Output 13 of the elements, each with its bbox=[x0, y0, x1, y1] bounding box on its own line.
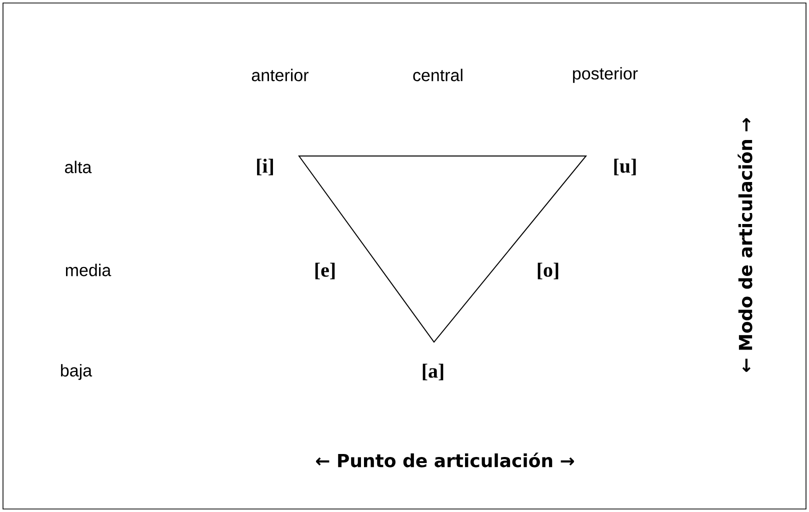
vowel-label: [a] bbox=[422, 364, 444, 380]
axis-title: ← Modo de articulación → bbox=[738, 118, 752, 372]
vowel-label: [u] bbox=[614, 158, 636, 176]
row-heading: alta bbox=[65, 160, 92, 174]
vowel-label: [o] bbox=[538, 262, 558, 280]
vowel-label: [e] bbox=[315, 262, 335, 280]
row-heading: baja bbox=[61, 364, 92, 380]
vowel-label: [i] bbox=[257, 158, 273, 176]
row-heading: media bbox=[66, 264, 112, 276]
axis-title: ← Punto de articulación → bbox=[316, 452, 574, 468]
column-heading: central bbox=[413, 68, 462, 82]
column-heading: anterior bbox=[252, 68, 309, 82]
column-heading: posterior bbox=[573, 67, 638, 83]
